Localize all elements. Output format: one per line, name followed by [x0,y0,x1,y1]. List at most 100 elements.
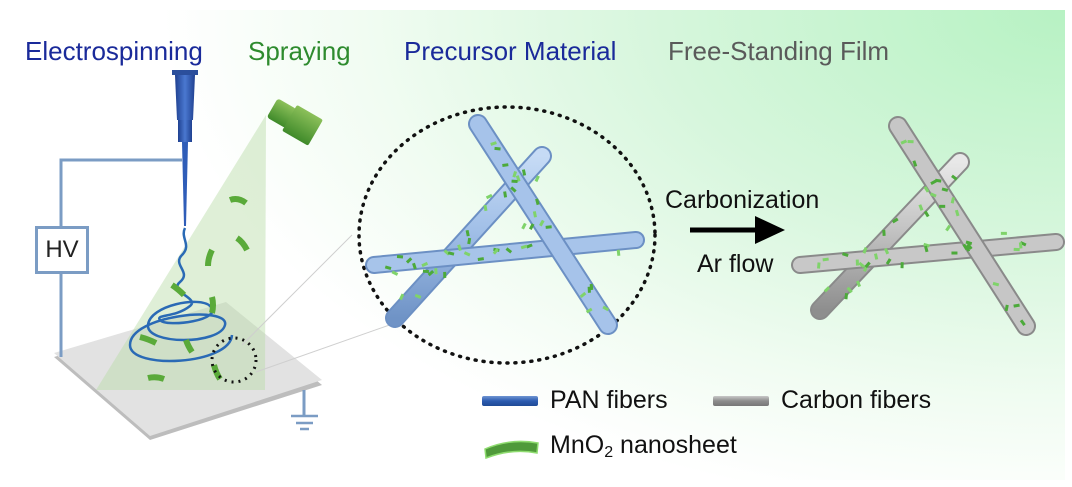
zoom-region-marker [210,336,258,384]
nanosheet-speck [579,291,587,299]
ar-flow-label: Ar flow [697,250,774,278]
nanosheet-speck [822,257,829,262]
nanosheet-speck [414,293,422,299]
nanosheet-speck [422,269,430,274]
nanosheet-speck [485,193,493,200]
nanosheet-speck [965,240,973,246]
nanosheet-speck [534,175,540,183]
nanosheet-speck [535,198,540,206]
nanosheet-speck [923,185,930,193]
nanosheet-speck [511,179,518,184]
nanosheet-speck [823,286,831,293]
nanosheet-speck [412,262,417,270]
sprayer-icon [267,99,323,146]
nanosheet-speck [918,204,924,211]
title-precursor-material: Precursor Material [404,36,617,66]
legend-mno2-nanosheet: MnO2 nanosheet [482,431,737,462]
nanosheet-speck [384,265,392,271]
nanosheet-speck [532,211,537,218]
carbon-fibers [791,116,1065,336]
nanosheet-speck [494,146,501,151]
nanosheet-speck [520,244,528,250]
hv-label: HV [45,236,79,263]
nanosheet-speck [817,262,821,269]
legend-carbon-label: Carbon fibers [781,386,932,414]
nanosheet-speck [1019,319,1026,326]
nanosheet-speck [1018,242,1023,249]
falling-nanosheets [139,196,250,382]
nanosheet-speck [502,163,509,168]
nanosheet-speck [528,223,535,230]
nanosheet-speck [463,251,471,257]
nanosheet-speck [846,286,853,294]
nanosheet-speck [467,237,472,245]
legend-carbon-fibers: Carbon fibers [713,386,931,415]
nanosheet-speck [477,257,484,261]
nanosheet-speck [457,244,462,252]
nanosheet-speck [951,174,958,181]
nanosheet-speck [1013,247,1020,252]
legend-pan-label: PAN fibers [550,386,668,414]
nanosheet-speck [951,251,958,255]
nanosheet-speck [512,171,518,178]
nanosheet-speck [521,222,527,230]
nanosheet-speck [1013,303,1020,308]
callout-line [255,321,399,373]
nanosheet-speck [924,245,929,253]
circuit-wire [59,158,306,415]
nanosheet-speck [883,247,890,255]
nanosheet-speck [912,160,918,167]
ground-icon [291,414,318,431]
title-spraying: Spraying [248,36,351,66]
nanosheet-speck [900,139,908,145]
nanosheet-speck [602,305,610,312]
legend-nanosheet-swatch [484,440,539,460]
nanosheet-speck [855,259,859,266]
nanosheet-speck [941,187,949,192]
nanosheet-speck [521,169,527,176]
nanosheet-speck [492,248,499,255]
nanosheet-speck [939,204,946,208]
nanosheet-speck [862,247,868,254]
nanosheet-speck [616,249,621,256]
nanosheet-speck [405,257,413,264]
nanosheet-speck [992,281,1000,287]
nanosheet-speck [1000,231,1007,235]
nanosheet-specks [384,139,1027,326]
nanosheet-speck [483,204,488,212]
process-arrow [690,216,785,244]
pan-fibers [365,114,645,335]
nanosheet-speck [587,286,591,293]
nanosheet-speck [503,191,508,198]
nanosheet-speck [510,186,517,193]
nanosheet-speck [929,192,937,198]
nanosheet-speck [891,217,899,224]
nanosheet-speck [585,307,593,314]
legend-pan-fibers: PAN fibers [482,386,668,415]
precursor-zoom-circle [357,105,657,365]
callout-line [241,234,353,346]
syringe-needle-icon [172,70,198,226]
nanosheet-speck [443,271,447,278]
nanosheet-speck [427,269,435,277]
title-free-standing-film: Free-Standing Film [668,36,890,66]
nanosheet-speck [945,224,952,232]
spray-cone [96,115,266,390]
nanosheet-speck [539,219,545,227]
nanosheet-speck [1004,304,1009,312]
nanosheet-speck [864,261,871,268]
nanosheet-speck [844,293,849,300]
nanosheet-speck [923,210,930,218]
legend-carbon-swatch [713,395,769,406]
nanosheet-speck [858,261,865,268]
nanosheet-speck [396,254,404,259]
legend-pan-swatch [482,395,538,406]
nanosheet-speck [923,242,930,248]
nanosheet-speck [526,243,533,249]
nanosheet-speck [545,225,552,229]
nanosheet-speck [882,229,886,236]
nanosheet-speck [447,251,455,256]
nanosheet-speck [434,268,438,275]
